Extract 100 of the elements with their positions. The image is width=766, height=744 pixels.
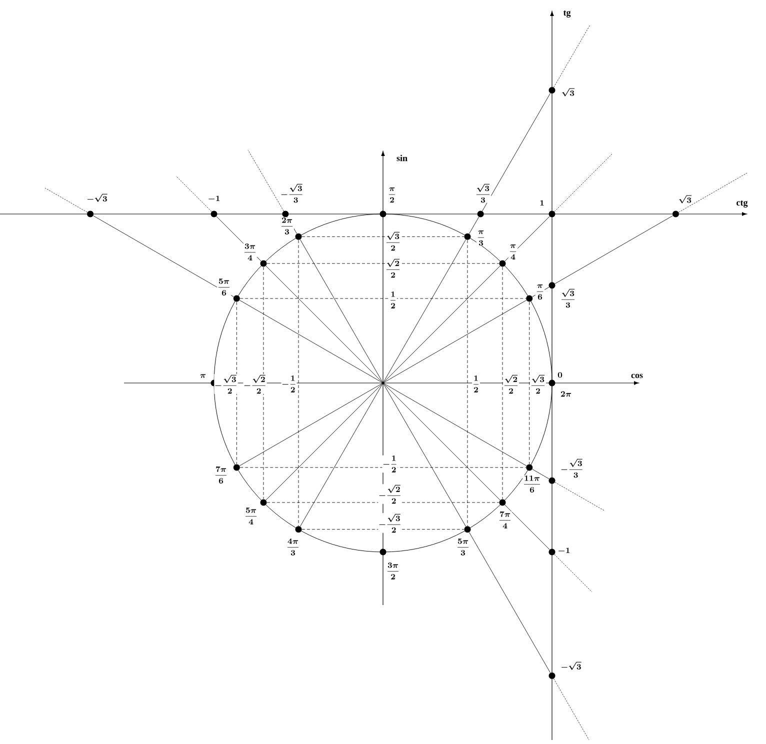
point [464,526,471,533]
dashed-line [266,263,500,264]
line [300,384,382,527]
line [504,504,550,550]
line [482,93,550,212]
value-label: $\frac{7\pi}{4}$ [498,511,512,529]
value-label: $\frac{4\pi}{3}$ [286,538,300,556]
axis-label: tg [562,10,572,18]
value-label: $-\sqrt{3}$ [560,661,582,671]
value-label: $-\sqrt{3}$ [86,193,108,203]
axis-label: ctg [736,200,748,208]
value-label: $\frac{3\pi}{2}$ [386,562,400,580]
value-label: $\frac{\pi}{4}$ [508,244,518,260]
line [239,384,382,466]
value-label: $-1$ [207,195,221,203]
value-label: $-\frac{\sqrt{2}}{2}$ [243,374,267,394]
value-label: $\frac{5\pi}{4}$ [244,507,258,525]
value-label: $\frac{\sqrt{3}}{3}$ [474,183,492,203]
dashed-line [263,266,264,500]
value-label: $\pi$ [200,374,206,378]
point [295,233,302,240]
value-label: $\sqrt{3}$ [678,194,692,204]
point [548,380,556,386]
dashed-line [240,467,526,468]
dashed-line [266,502,500,503]
dashed-line [236,302,237,464]
dashed-line [529,302,530,464]
point [282,210,289,218]
line [532,469,550,480]
line [384,384,500,500]
line [266,384,382,500]
line [532,286,550,297]
value-label: $\frac{5\pi}{3}$ [456,538,470,556]
axis-label: cos [630,374,644,378]
point [87,210,94,218]
point [233,295,240,302]
value-label: $\frac{1}{2}$ [472,375,480,393]
value-label: $-\frac{\sqrt{3}}{3}$ [280,183,304,203]
point [260,260,267,267]
line [384,239,466,382]
value-label: $-\frac{1}{2}$ [281,375,297,393]
point [548,548,556,556]
line [554,216,673,284]
line [216,216,262,262]
value-label: $0$ [557,372,563,378]
line [469,216,480,234]
line [300,239,382,382]
value-label: $\sqrt{3}$ [561,87,575,97]
value-label: $\frac{\pi}{3}$ [476,230,486,246]
line [469,532,550,673]
line [504,216,550,262]
value-label: $-\frac{\sqrt{3}}{2}$ [214,374,238,394]
dashed-line [302,529,464,530]
value-label: $\frac{\sqrt{3}}{3}$ [560,288,576,308]
value-label: $-\frac{\sqrt{2}}{2}$ [378,484,402,504]
value-label: $\frac{11\pi}{6}$ [522,475,542,493]
point [382,382,384,384]
point [548,672,556,679]
point [526,464,533,471]
point [380,210,386,218]
value-label: $\frac{1}{2}$ [389,291,397,309]
point [548,477,556,484]
point [548,210,556,218]
value-label: $\frac{\pi}{6}$ [535,284,545,300]
value-label: $\frac{\sqrt{2}}{2}$ [384,258,402,278]
value-label: $\frac{2\pi}{3}$ [280,217,294,235]
line [239,300,382,382]
point [380,548,386,556]
value-label: $-\frac{\sqrt{3}}{2}$ [378,513,402,533]
point [499,499,506,506]
value-label: $-\frac{\sqrt{3}}{3}$ [560,458,584,478]
value-label: $\frac{3\pi}{4}$ [243,243,258,261]
line [93,216,234,297]
axis-label: sin [396,154,408,162]
point [260,499,267,506]
value-label: $\frac{\sqrt{3}}{2}$ [530,374,546,394]
value-label: $2\pi$ [560,391,572,397]
value-label: $\frac{7\pi}{6}$ [214,466,228,484]
point [499,260,506,267]
point [210,210,218,218]
value-label: $\frac{5\pi}{6}$ [217,278,232,296]
dashed-line [240,298,526,299]
value-label: $1$ [539,200,545,206]
point [672,210,679,218]
point [464,233,471,240]
value-label: $\frac{\sqrt{3}}{2}$ [384,231,402,251]
value-label: $-\frac{1}{2}$ [382,455,398,473]
dashed-line [298,240,299,526]
value-label: $\frac{\sqrt{2}}{2}$ [502,374,520,394]
dashed-line [502,266,503,500]
dashed-line [302,236,464,237]
value-label: $-1$ [557,547,571,555]
point [548,282,556,289]
point [477,210,484,218]
point [526,295,533,302]
point [548,87,556,94]
dashed-line [467,240,468,526]
line [384,384,527,466]
line [266,266,382,382]
line [384,266,500,382]
